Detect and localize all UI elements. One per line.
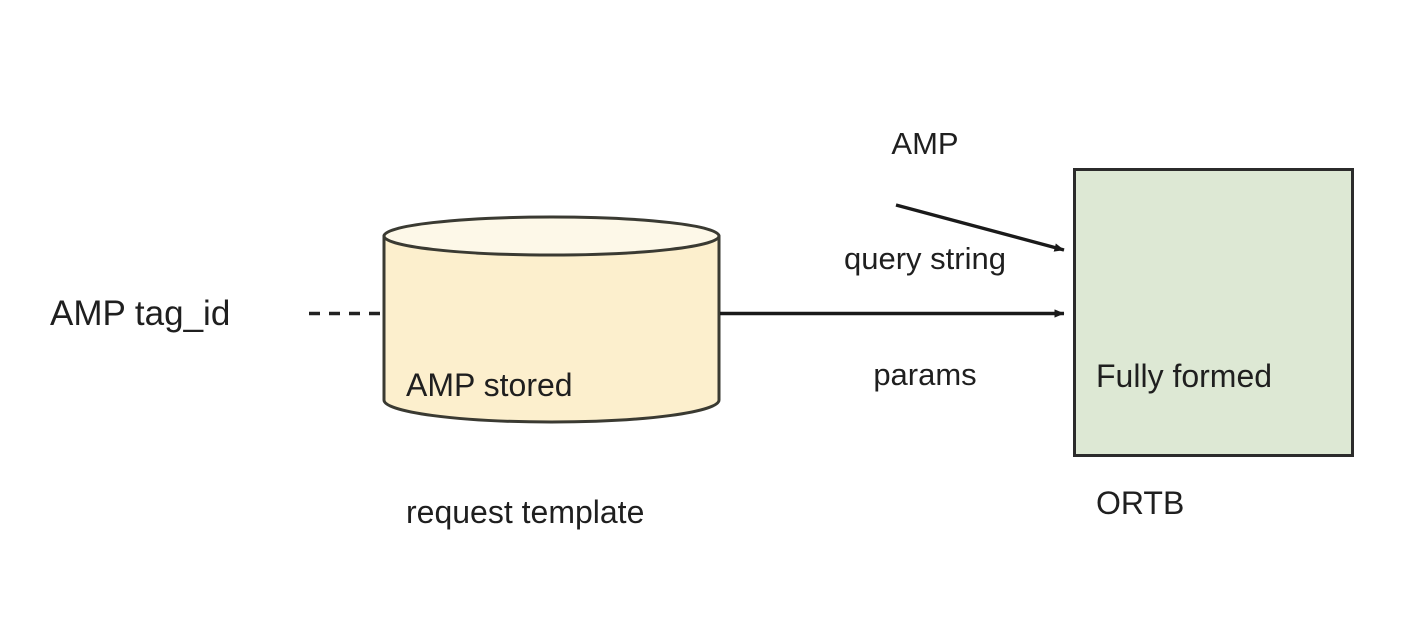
diagram-shapes-layer: cylinder --> green box --> green box --> <box>309 168 1354 457</box>
query-params-line-1: AMP <box>891 125 959 161</box>
node-label-amp-tag-id: AMP tag_id <box>50 294 231 333</box>
node-label-amp-stored-request-template: AMP stored request template <box>406 280 644 618</box>
edge-params-to-ortb <box>895 203 1065 252</box>
node-fully-formed-ortb-box <box>1073 168 1354 457</box>
fully-formed-ortb-line-2: ORTB <box>1096 485 1185 522</box>
query-params-line-3: params <box>873 356 977 392</box>
query-params-line-2: query string <box>844 241 1006 277</box>
node-label-amp-query-string-params: AMP query string params <box>795 48 1055 471</box>
node-amp-stored-request-template-shape <box>382 215 721 424</box>
node-label-fully-formed-ortb: Fully formed ORTB <box>1096 271 1272 609</box>
diagram-canvas: cylinder --> green box --> green box -->… <box>50 48 1354 530</box>
stored-request-line-1: AMP stored <box>406 367 573 404</box>
fully-formed-ortb-line-1: Fully formed <box>1096 358 1273 395</box>
